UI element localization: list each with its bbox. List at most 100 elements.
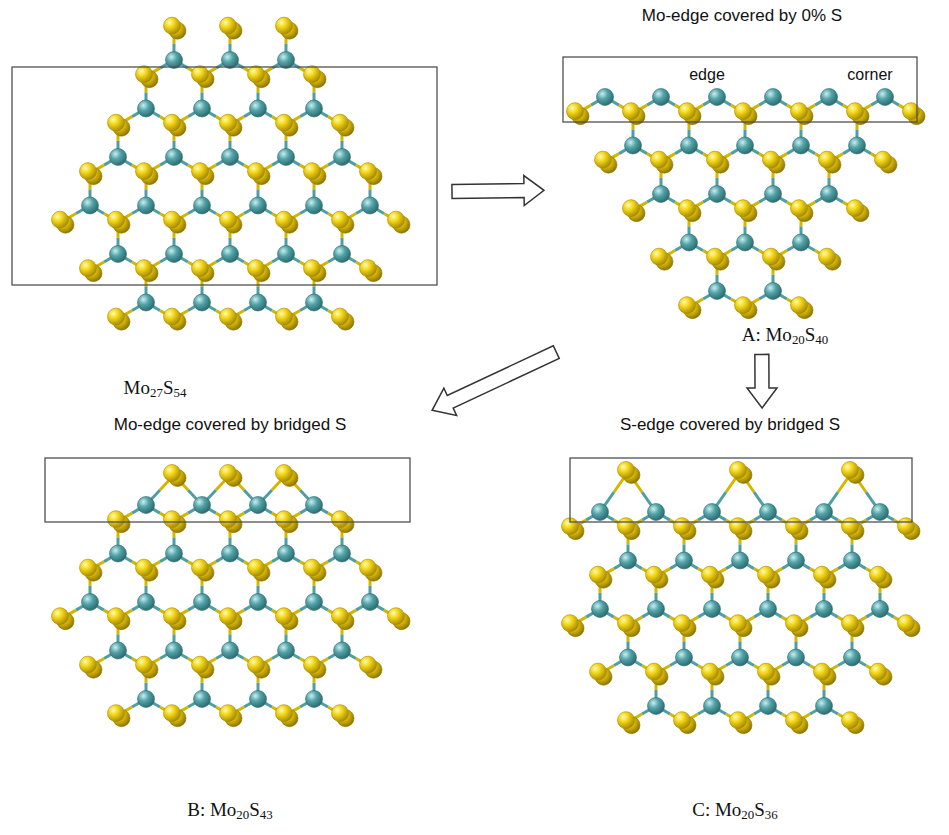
s-atom-upper: [730, 462, 747, 479]
mo-atom: [877, 89, 894, 106]
mo-atom: [166, 642, 183, 659]
s-atom-upper: [52, 211, 69, 228]
mo-atom: [82, 593, 99, 610]
mo-atom: [816, 600, 833, 617]
s-atom-upper: [332, 114, 349, 131]
s-atom-upper: [679, 200, 696, 217]
bond-group: [572, 472, 908, 722]
mo-atom: [334, 545, 351, 562]
mo-atom: [138, 197, 155, 214]
s-atom-upper: [842, 615, 859, 632]
s-atom-upper: [276, 511, 293, 528]
s-atom-upper: [136, 559, 153, 576]
mo-atom: [110, 545, 127, 562]
s-atom-upper: [136, 66, 153, 83]
mo-atom: [194, 197, 211, 214]
mo-atom: [166, 245, 183, 262]
mo-atom: [138, 593, 155, 610]
s-atom-upper: [276, 608, 293, 625]
cluster-model: [12, 17, 437, 330]
s-atom-upper: [735, 297, 752, 314]
mo-atom: [872, 504, 889, 521]
cluster-model: [563, 57, 925, 319]
s-atom-upper: [735, 103, 752, 120]
s-atom-upper: [590, 663, 607, 680]
mo-atom: [334, 642, 351, 659]
atom-group: [52, 465, 411, 727]
bond-group: [62, 475, 398, 715]
mo-atom: [765, 282, 782, 299]
s-atom-upper: [248, 260, 265, 277]
s-atom-upper: [80, 559, 97, 576]
bond-group: [577, 97, 913, 307]
s-atom-upper: [164, 465, 181, 482]
mo-atom: [709, 185, 726, 202]
mo-atom: [737, 137, 754, 154]
mo-atom: [620, 552, 637, 569]
s-atom-upper: [623, 103, 640, 120]
s-atom-upper: [758, 663, 775, 680]
mo-atom: [765, 185, 782, 202]
s-atom-upper: [332, 308, 349, 325]
s-atom-upper: [164, 608, 181, 625]
mo-atom: [625, 137, 642, 154]
atom-group: [567, 89, 926, 319]
s-atom-upper: [248, 559, 265, 576]
mo-atom: [592, 504, 609, 521]
s-atom-upper: [388, 211, 405, 228]
s-atom-upper: [108, 308, 125, 325]
s-atom-upper: [332, 608, 349, 625]
edge-frame: [12, 67, 437, 285]
block-arrow: [432, 346, 559, 416]
s-atom-upper: [898, 615, 915, 632]
cluster-model: [562, 458, 921, 734]
s-atom-upper: [651, 151, 668, 168]
block-arrow: [747, 354, 777, 408]
s-atom-upper: [276, 465, 293, 482]
s-atom-upper: [842, 462, 859, 479]
mo-atom: [788, 649, 805, 666]
mo-atom: [166, 148, 183, 165]
s-atom-upper: [870, 566, 887, 583]
s-atom-upper: [567, 103, 584, 120]
s-atom-upper: [730, 518, 747, 535]
site-label: edge: [687, 65, 727, 84]
mo-atom: [681, 234, 698, 251]
s-atom-upper: [80, 260, 97, 277]
s-atom-upper: [590, 566, 607, 583]
s-atom-upper: [679, 103, 696, 120]
s-atom-upper: [388, 608, 405, 625]
mo-atom: [222, 545, 239, 562]
s-atom-upper: [679, 297, 696, 314]
s-atom-upper: [248, 66, 265, 83]
mo-atom: [732, 552, 749, 569]
mo-atom: [138, 100, 155, 117]
s-atom-upper: [108, 114, 125, 131]
panel-heading: S-edge covered by bridged S: [620, 415, 840, 435]
mo-atom: [334, 148, 351, 165]
mo-atom: [844, 552, 861, 569]
s-atom-upper: [674, 712, 691, 729]
mo-atom: [82, 197, 99, 214]
s-atom-upper: [786, 615, 803, 632]
s-atom-upper: [304, 163, 321, 180]
s-atom-upper: [164, 211, 181, 228]
s-atom-upper: [108, 705, 125, 722]
mo-atom: [732, 649, 749, 666]
s-atom-upper: [80, 656, 97, 673]
panel-heading: Mo-edge covered by bridged S: [114, 415, 346, 435]
mo-atom: [709, 89, 726, 106]
s-atom-upper: [791, 297, 808, 314]
structure-caption: Mo27S54: [124, 377, 187, 400]
mo-atom: [194, 497, 211, 514]
mo-atom: [648, 600, 665, 617]
mo-atom: [362, 197, 379, 214]
s-atom-upper: [276, 211, 293, 228]
mo-atom: [250, 593, 267, 610]
s-atom-upper: [220, 465, 237, 482]
s-atom-upper: [332, 211, 349, 228]
mo-atom: [194, 100, 211, 117]
edge-frame: [570, 458, 912, 522]
s-atom-upper: [164, 17, 181, 34]
mo-atom: [793, 137, 810, 154]
